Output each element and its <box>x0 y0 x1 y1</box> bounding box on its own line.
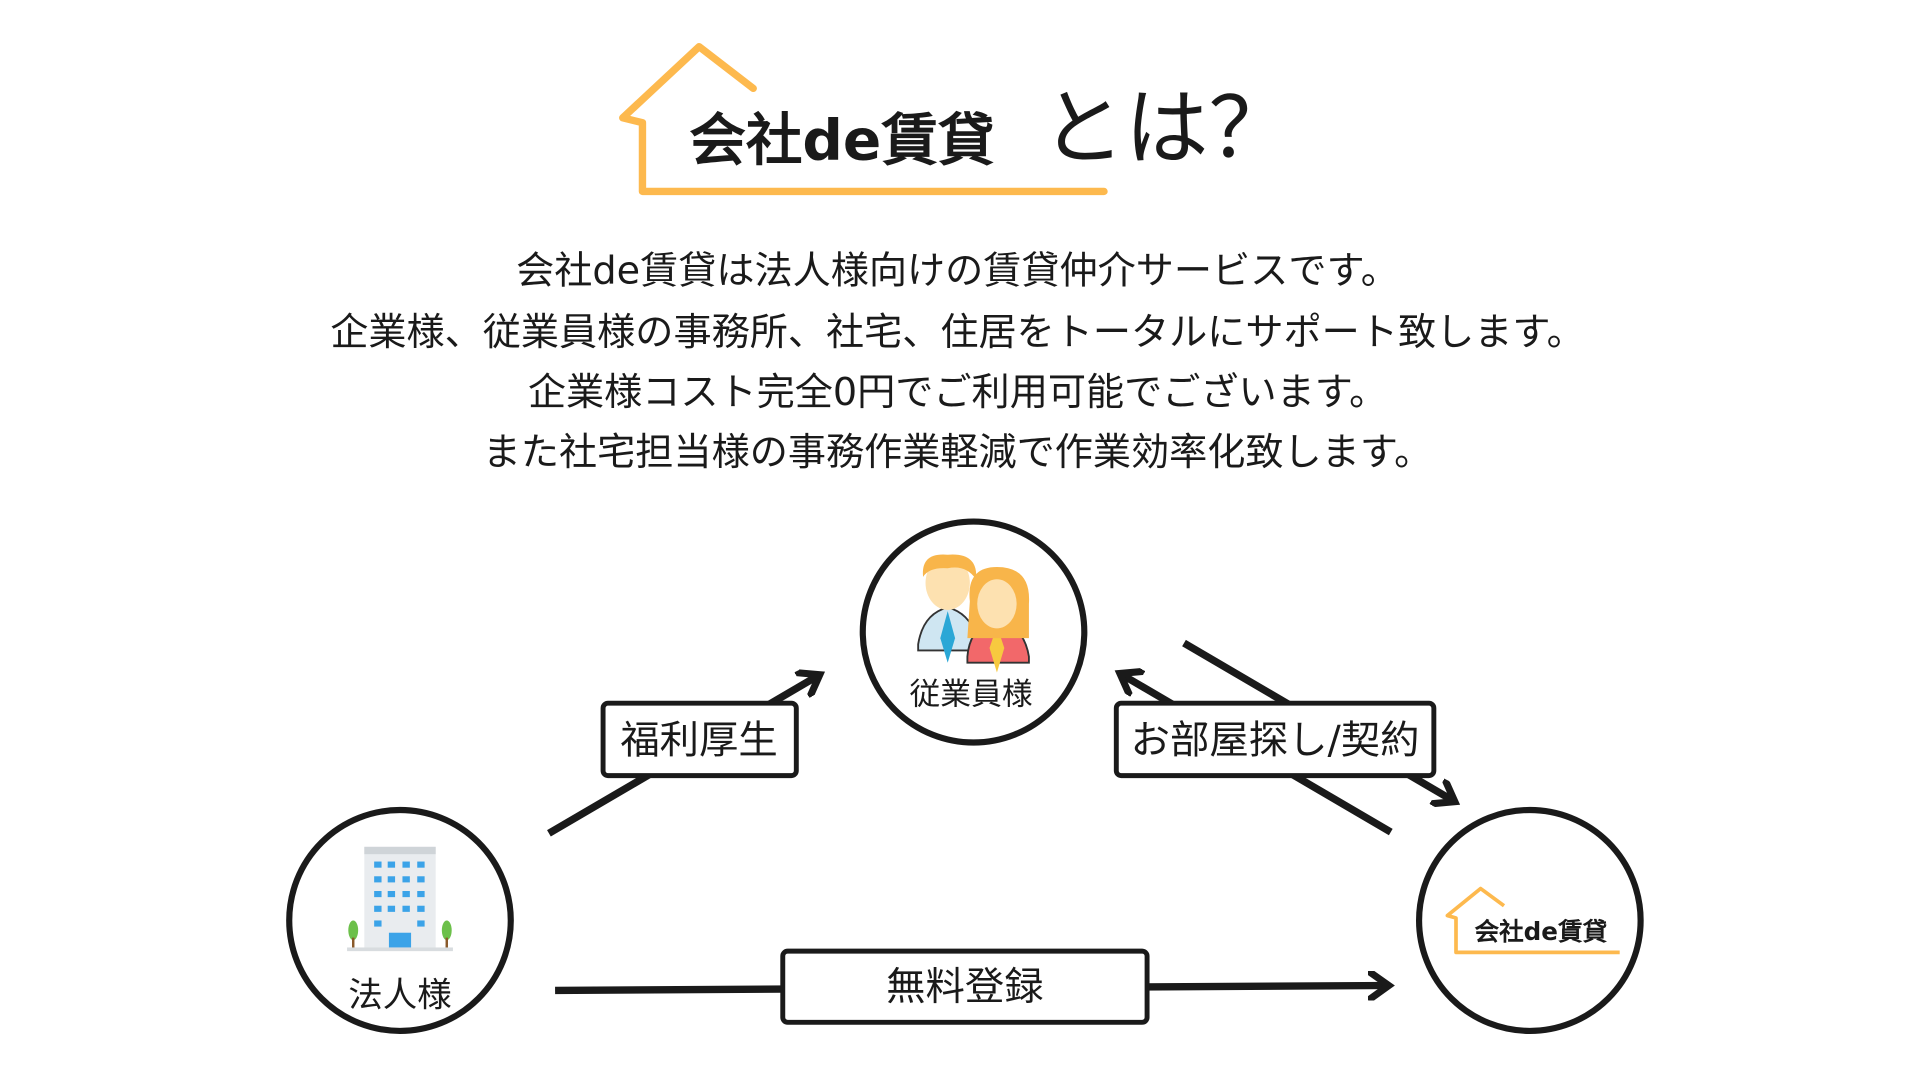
welfare-label: 福利厚生 <box>620 719 777 764</box>
employee-label: 従業員様 <box>910 676 1033 712</box>
registration-label: 無料登録 <box>886 965 1043 1010</box>
registration-label-box: 無料登録 <box>780 948 1150 1025</box>
logo-text: 会社de賃貸 <box>689 109 994 174</box>
room-search-label-box: お部屋探し/契約 <box>1113 700 1437 779</box>
people-icon <box>917 554 1030 673</box>
corporation-label: 法人様 <box>348 975 451 1015</box>
service-logo-text: 会社de賃貸 <box>1474 917 1607 946</box>
intro-line: 会社de賃貸は法人様向けの賃貸仲介サービスです。 <box>516 249 1399 293</box>
employee-node: 従業員様 <box>859 518 1088 746</box>
service-node: 会社de賃貸 <box>1416 806 1644 1034</box>
intro-line: 企業様、従業員様の事務所、社宅、住居をトータルにサポート致します。 <box>330 310 1585 354</box>
intro-paragraph: 会社de賃貸は法人様向けの賃貸仲介サービスです。 企業様、従業員様の事務所、社宅… <box>330 249 1585 475</box>
corporation-node: 法人様 <box>286 806 514 1034</box>
intro-line: また社宅担当様の事務作業軽減で作業効率化致します。 <box>483 430 1433 474</box>
room-search-label: お部屋探し/契約 <box>1131 719 1420 764</box>
intro-line: 企業様コスト完全0円でご利用可能でございます。 <box>528 370 1387 414</box>
welfare-label-box: 福利厚生 <box>600 700 799 779</box>
title-suffix: とは？ <box>1041 79 1292 177</box>
header-logo: 会社de賃貸 とは？ <box>619 42 1292 196</box>
house-outline-icon <box>619 42 1108 196</box>
building-icon <box>347 846 453 952</box>
house-logo-icon <box>1445 886 1620 955</box>
